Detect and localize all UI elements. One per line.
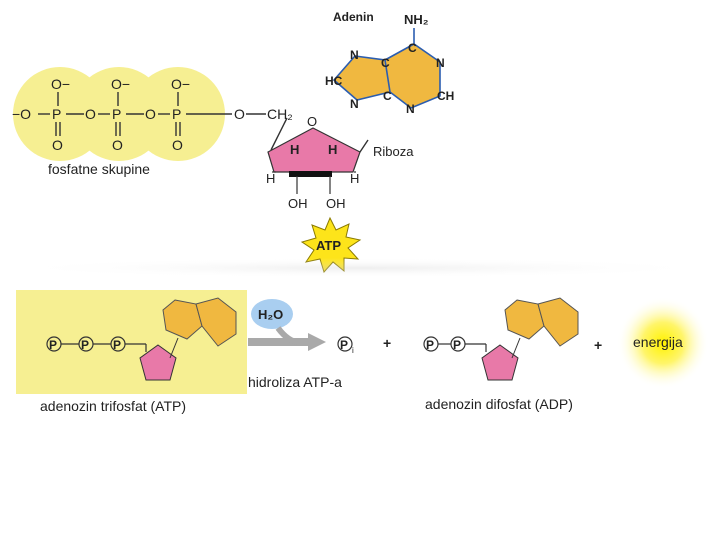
bridge-oxygen-label: O	[234, 106, 245, 122]
ring-c-label: C	[381, 56, 390, 70]
reaction-arrow	[248, 326, 326, 351]
ribose-oh-label: OH	[326, 196, 346, 211]
atp-phosphate-p: P	[49, 338, 57, 352]
ribose-h-label: H	[328, 142, 337, 157]
phosphate-group-discs	[13, 67, 225, 161]
atp-badge-label: ATP	[316, 238, 341, 253]
atp-molecule	[46, 297, 237, 381]
pi-label: P	[340, 338, 348, 352]
adp-caption: adenozin difosfat (ADP)	[425, 396, 573, 412]
phosphate-atoms: −O O− O− O− P P P O O O O O O CH₂	[12, 76, 293, 153]
o-minus-left-label: −O	[12, 106, 31, 122]
double-bond-oxygen-label: O	[172, 137, 183, 153]
phosphorus-label: P	[52, 106, 61, 122]
ring-n-label: N	[406, 102, 415, 116]
ribose-h-label: H	[266, 171, 275, 186]
faded-band	[0, 258, 720, 278]
ribose-ring	[267, 117, 369, 177]
ring-n-label: N	[350, 48, 359, 62]
double-bond-oxygen-label: O	[52, 137, 63, 153]
atp-phosphate-p: P	[113, 338, 121, 352]
pi-circle	[337, 336, 353, 352]
phosphate-groups-caption: fosfatne skupine	[48, 161, 150, 177]
ring-n-label: N	[350, 97, 359, 111]
adenine-label: Adenin	[333, 10, 374, 24]
adenine-rings	[332, 28, 441, 109]
bridge-oxygen-label: O	[145, 106, 156, 122]
phosphorus-label: P	[172, 106, 181, 122]
atp-phosphate-p: P	[81, 338, 89, 352]
o-minus-label: O−	[111, 76, 130, 92]
ribose-label: Riboza	[373, 144, 414, 159]
adp-molecule	[423, 297, 579, 381]
plus-sign: +	[383, 335, 391, 351]
o-minus-label: O−	[171, 76, 190, 92]
ribose-h-label: H	[290, 142, 299, 157]
double-bond-oxygen-label: O	[112, 137, 123, 153]
ribose-atoms: O H H H H OH OH	[266, 114, 359, 211]
phosphorus-label: P	[112, 106, 121, 122]
plus-sign: +	[594, 337, 602, 353]
atp-caption: adenozin trifosfat (ATP)	[40, 398, 186, 414]
adp-phosphate-p: P	[426, 338, 434, 352]
adenine-ring-atoms: N C HC C N C N CH N	[325, 41, 454, 116]
ring-ch-label: CH	[437, 89, 454, 103]
ribose-oxygen-label: O	[307, 114, 317, 129]
phosphate-bonds	[38, 92, 266, 136]
o-minus-label: O−	[51, 76, 70, 92]
bridge-oxygen-label: O	[85, 106, 96, 122]
nh2-label: NH₂	[404, 12, 429, 27]
hydrolysis-label: hidroliza ATP-a	[248, 374, 342, 390]
ring-n-label: N	[436, 56, 445, 70]
ch2-label: CH₂	[267, 106, 293, 122]
ring-c-label: C	[383, 89, 392, 103]
energy-glow	[617, 297, 709, 389]
ring-c-label: C	[408, 41, 417, 55]
ring-hc-label: HC	[325, 74, 343, 88]
adp-phosphate-p: P	[453, 338, 461, 352]
energy-label: energija	[633, 334, 683, 350]
ribose-oh-label: OH	[288, 196, 308, 211]
ribose-bonds	[272, 171, 356, 194]
water-label: H₂O	[258, 307, 283, 322]
ribose-h-label: H	[350, 171, 359, 186]
water-bubble	[251, 299, 293, 329]
pi-subscript: i	[352, 346, 354, 355]
